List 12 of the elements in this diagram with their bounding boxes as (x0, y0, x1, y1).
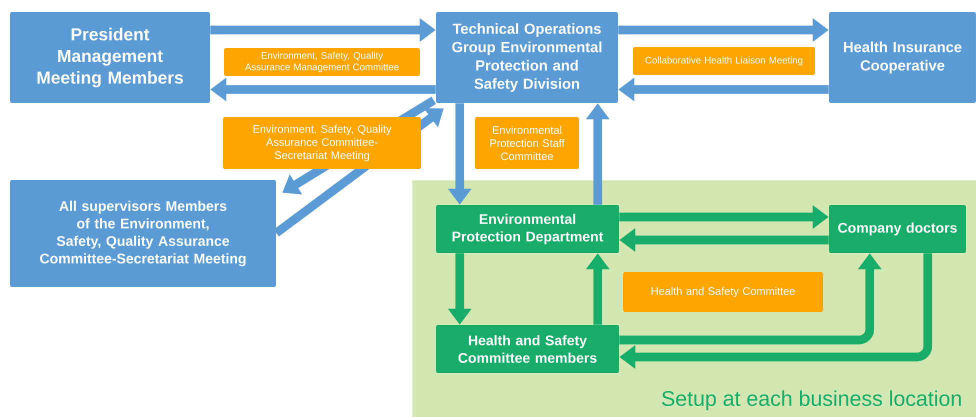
edge-label: Environment, Safety, Quality Assurance Committee-Secretariat Meeting (223, 117, 421, 169)
process-box: Technical Operations Group Environmental Protection and Safety Division (436, 12, 618, 103)
process-box: Health Insurance Cooperative (829, 12, 976, 103)
edge-label: Collaborative Health Liaison Meeting (633, 47, 815, 75)
process-box: Health and Safety Committee members (436, 325, 619, 373)
edge-label: Environmental Protection Staff Committee (475, 117, 579, 169)
process-box: Environmental Protection Department (436, 205, 619, 253)
edge-label: Health and Safety Committee (623, 272, 823, 312)
edge-label: Environment, Safety, Quality Assurance Management Committee (224, 48, 420, 76)
process-box: All supervisors Members of the Environment, Safety, Quality Assurance Committee-Secretariat Meeting (10, 180, 276, 287)
process-box: Company doctors (829, 205, 966, 253)
process-box: President Management Meeting Members (10, 12, 210, 103)
